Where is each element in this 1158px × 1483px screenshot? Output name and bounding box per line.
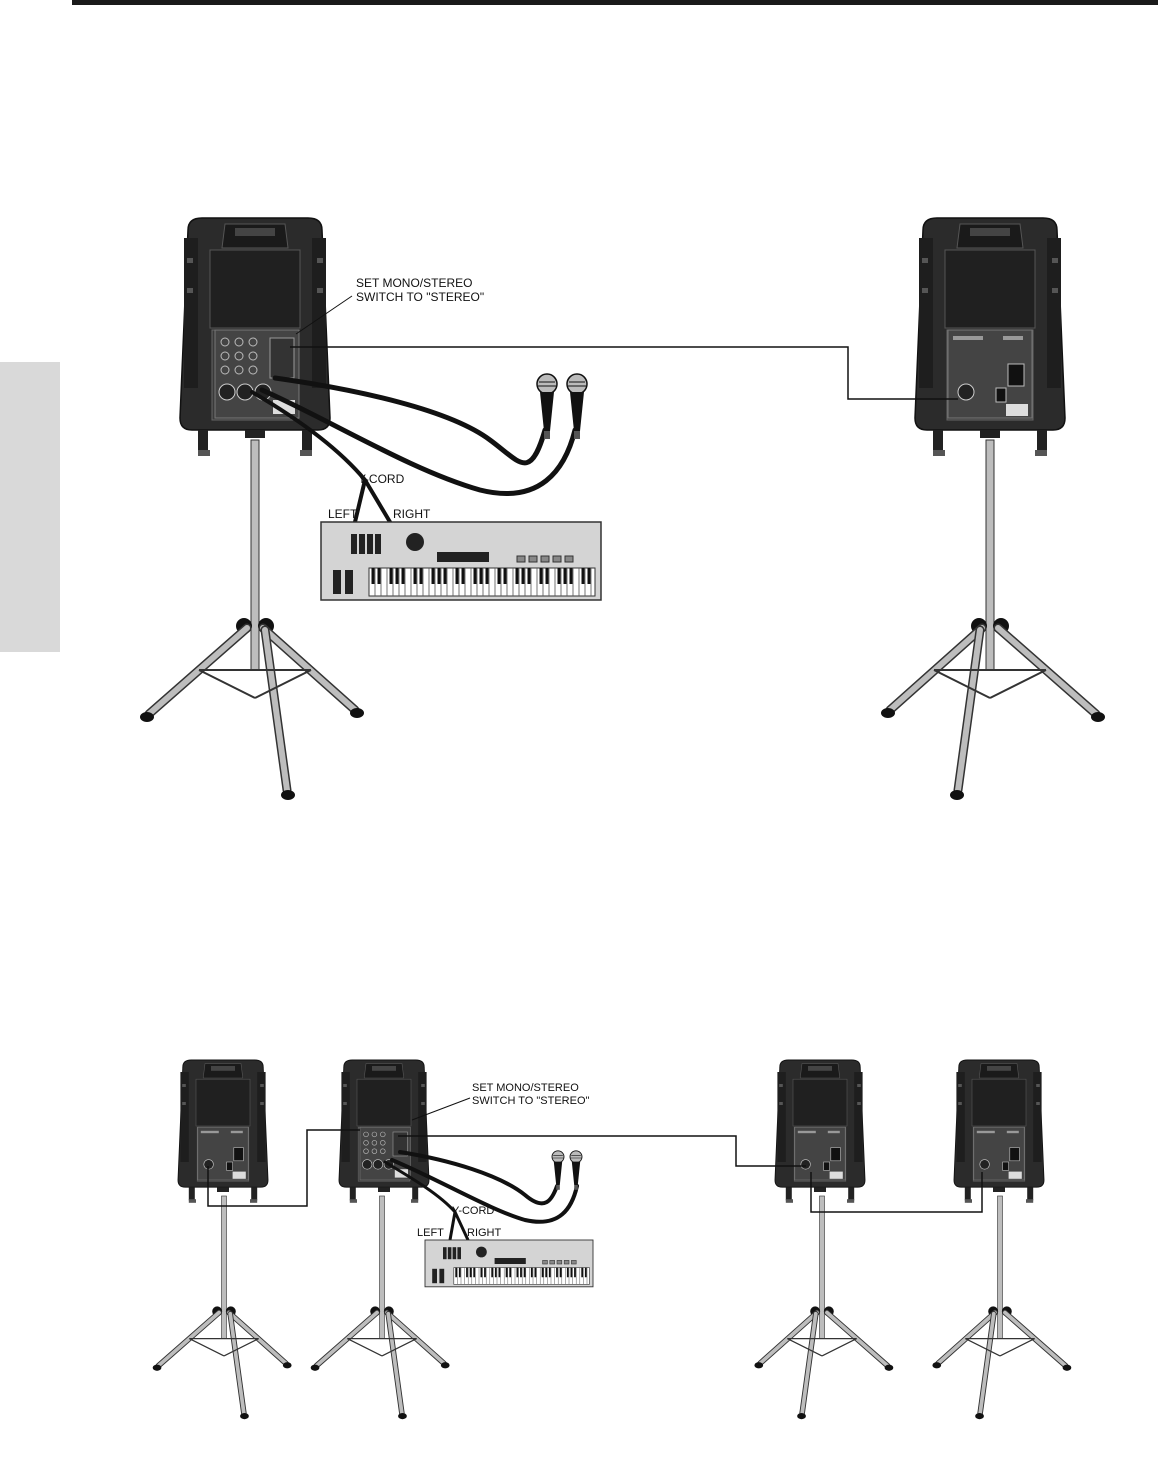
top-diagram: SET MONO/STEREO SWITCH TO "STEREO" Y-COR… <box>140 218 1105 800</box>
switch-note-line1: SET MONO/STEREO <box>356 276 472 290</box>
bottom-diagram: SET MONO/STEREO SWITCH TO "STEREO" Y-COR… <box>153 1060 1072 1419</box>
right-label: RIGHT <box>393 507 431 521</box>
keyboard <box>321 522 601 600</box>
switch-note-b-line1: SET MONO/STEREO <box>472 1082 579 1094</box>
link-cable <box>290 347 958 399</box>
switch-note-b-line2: SWITCH TO "STEREO" <box>472 1095 590 1107</box>
speaker-3-passive <box>775 1060 865 1203</box>
microphone-2 <box>567 374 587 439</box>
stand-left <box>140 440 364 800</box>
stand-4 <box>932 1196 1071 1419</box>
microphone-b1 <box>552 1151 564 1190</box>
microphone-b2 <box>570 1151 582 1190</box>
stand-3 <box>754 1196 893 1419</box>
y-cord-label-b: Y-CORD <box>452 1205 494 1217</box>
side-tab <box>0 362 60 652</box>
right-label-b: RIGHT <box>467 1227 502 1239</box>
switch-note-line2: SWITCH TO "STEREO" <box>356 290 484 304</box>
keyboard-b <box>425 1240 593 1287</box>
stand-1 <box>153 1196 292 1419</box>
stand-right <box>881 440 1105 800</box>
speaker-4-passive <box>954 1060 1044 1203</box>
top-rule <box>72 0 1158 5</box>
microphone-1 <box>537 374 557 439</box>
left-label-b: LEFT <box>417 1227 444 1239</box>
link-cable-right <box>398 1136 806 1166</box>
left-label: LEFT <box>328 507 358 521</box>
speaker-left-powered <box>180 218 330 456</box>
speaker-1-passive <box>178 1060 268 1203</box>
y-cord-label: Y-CORD <box>358 472 405 486</box>
speaker-right-passive <box>915 218 1065 456</box>
